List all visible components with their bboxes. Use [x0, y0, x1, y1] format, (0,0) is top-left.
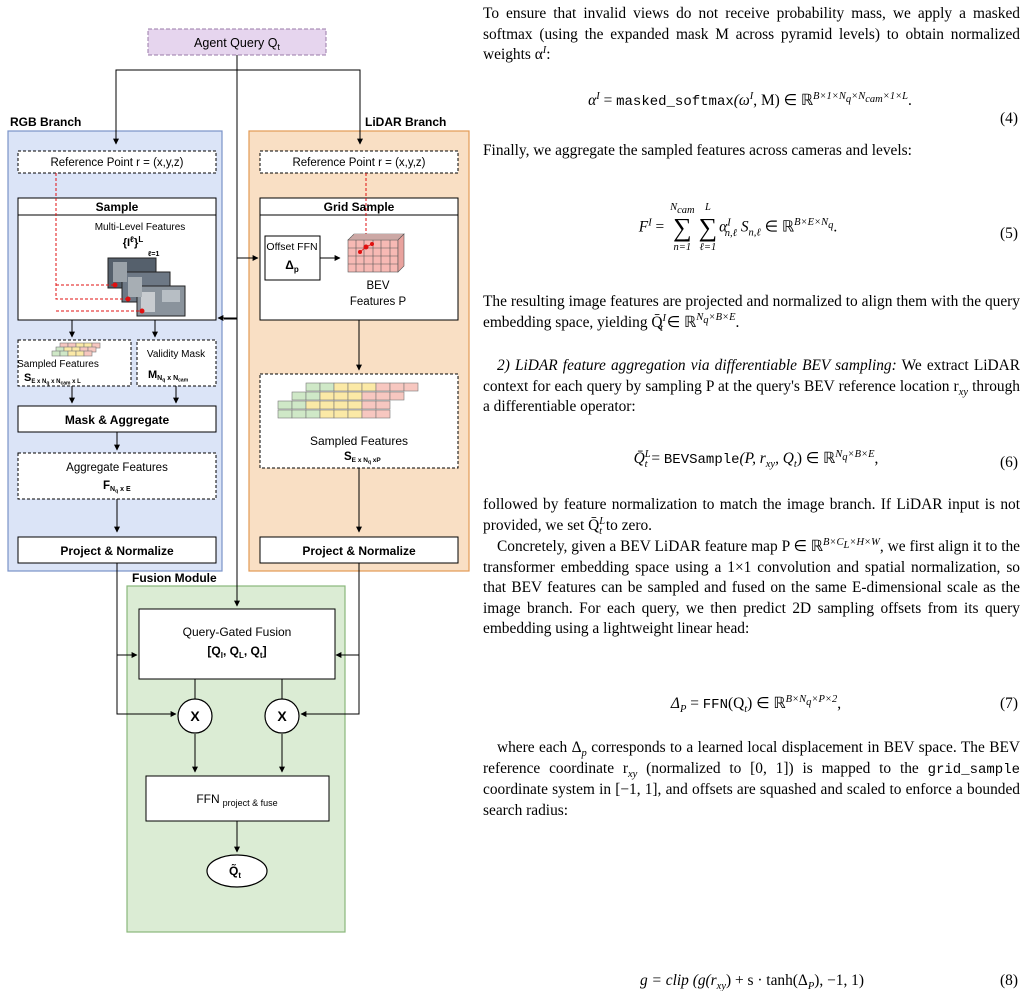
bev-features-label-1: BEV [366, 280, 389, 292]
validity-mask-symbol: MNq x Ncam [148, 369, 189, 384]
lidar-project-normalize-label: Project & Normalize [302, 544, 416, 558]
rgb-project-normalize-box [17, 536, 217, 564]
multiply-right-label: X [277, 708, 287, 724]
paragraph-aggregate: Finally, we aggregate the sampled featur… [483, 142, 912, 159]
architecture-figure: RGB Branch LiDAR Branch Fusion Module Ag… [7, 28, 470, 933]
aggregate-features-box [17, 452, 217, 500]
lidar-sampled-features-symbol: SE x Nq xP [344, 451, 381, 466]
query-connectors [113, 55, 363, 582]
multi-level-image-stack [107, 257, 186, 317]
rgb-reference-point-label: Reference Point r = (x,y,z) [50, 157, 183, 169]
paragraph-masked-softmax: To ensure that invalid views do not rece… [483, 5, 1020, 64]
offset-delta-label: Δp [285, 258, 299, 274]
bev-grid [347, 233, 405, 273]
text-column: To ensure that invalid views do not rece… [483, 0, 1020, 991]
query-gated-fusion-label: Query-Gated Fusion [183, 625, 292, 639]
lidar-reference-point-label: Reference Point r = (x,y,z) [292, 157, 425, 169]
multiply-left-label: X [190, 708, 200, 724]
fusion-module-title: Fusion Module [132, 571, 217, 585]
validity-mask-box [136, 339, 217, 387]
features-set-label: {Iℓ}L [123, 235, 144, 249]
lidar-sampled-features-label: Sampled Features [310, 434, 408, 448]
mask-aggregate-label: Mask & Aggregate [65, 413, 170, 427]
offset-ffn-label: Offset FFN [266, 241, 317, 253]
output-query-label: Q̃t [229, 863, 241, 880]
rgb-sampled-features-symbol: SE x Nq x Ncam x L [24, 372, 81, 387]
agent-query-box [147, 28, 327, 56]
rgb-sampled-features-label: Sampled Features [17, 359, 99, 370]
ffn-project-fuse-box [145, 775, 330, 822]
lidar-project-normalize-box [259, 536, 459, 564]
lidar-sampled-tensor [277, 382, 419, 419]
equation-6: Q̄Lt = BEVSample(P, rxy, Qt) ∈ ℝNq×B×E, … [633, 448, 1018, 471]
multiply-node-left [177, 698, 213, 734]
rgb-projection-lines [55, 173, 142, 312]
rgb-sample-title: Sample [96, 200, 139, 214]
rgb-sampled-tensor [51, 342, 101, 357]
paragraph-concretely: Concretely, given a BEV LiDAR feature ma… [483, 536, 1020, 638]
mask-aggregate-box [17, 405, 217, 433]
multi-level-label: Multi-Level Features [95, 222, 186, 233]
paragraph-lidar: 2) LiDAR feature aggregation via differe… [483, 357, 1020, 416]
lidar-branch-title: LiDAR Branch [365, 115, 446, 129]
features-set-lower: ℓ=1 [148, 251, 160, 258]
multiply-node-right [264, 698, 300, 734]
equation-4: αI = masked_softmax(ωI, M) ∈ ℝB×1×Nq×Nca… [588, 90, 1018, 127]
paragraph-displacement: where each Δp corresponds to a learned l… [483, 739, 1021, 819]
aggregate-features-label: Aggregate Features [66, 462, 168, 474]
lidar-reference-point-box [259, 150, 459, 174]
rgb-project-normalize-label: Project & Normalize [60, 544, 174, 558]
grid-sample-title: Grid Sample [324, 200, 395, 214]
equation-7: ΔP = FFN(Qt) ∈ ℝB×Nq×P×2, (7) [670, 693, 1018, 716]
aggregate-features-symbol: FNq x E [103, 480, 131, 495]
rgb-branch-title: RGB Branch [10, 115, 81, 129]
paragraph-normalization: followed by feature normalization to mat… [483, 496, 1020, 537]
query-gated-fusion-box [138, 608, 336, 680]
output-query-node [206, 854, 268, 888]
agent-query-label: Agent Query Qt [194, 36, 280, 52]
equation-8: g = clip (g(rxy) + s · tanh(ΔP), −1, 1) … [640, 972, 1018, 991]
fusion-inputs-label: [QI, QL, Qt] [207, 644, 266, 660]
bev-features-label-2: Features P [350, 296, 407, 308]
rgb-reference-point-box [17, 150, 217, 174]
validity-mask-label: Validity Mask [147, 349, 206, 360]
paragraph-resulting: The resulting image features are project… [483, 293, 1020, 334]
